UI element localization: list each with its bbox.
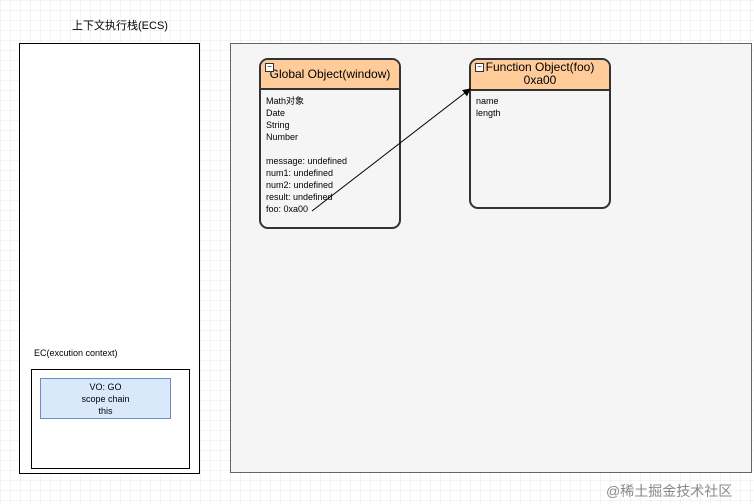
function-object-title: Function Object(foo) xyxy=(485,60,595,74)
this-line: this xyxy=(98,406,113,416)
execution-context-label: EC(excution context) xyxy=(34,348,118,358)
field: num2: undefined xyxy=(266,180,334,190)
field: Number xyxy=(266,132,299,142)
collapse-icon[interactable]: − xyxy=(475,63,484,72)
global-object-box[interactable]: − Global Object(window) Math对象 Date Stri… xyxy=(259,58,401,229)
global-object-header: − Global Object(window) xyxy=(261,60,399,90)
field: name xyxy=(476,96,499,106)
global-object-title: Global Object(window) xyxy=(269,67,391,81)
stack-title: 上下文执行栈(ECS) xyxy=(72,20,168,32)
field: String xyxy=(266,120,290,130)
global-object-fields: Math对象 Date String Number message: undef… xyxy=(266,95,347,215)
function-object-box[interactable]: − Function Object(foo) 0xa00 name length xyxy=(469,58,611,209)
field: Date xyxy=(266,108,286,118)
field: result: undefined xyxy=(266,192,333,202)
function-object-address: 0xa00 xyxy=(523,73,557,87)
field-spacer xyxy=(266,143,347,155)
variable-object-box[interactable]: VO: GO scope chain this xyxy=(40,378,171,419)
watermark: @稀土掘金技术社区 xyxy=(606,483,733,499)
collapse-icon[interactable]: − xyxy=(265,63,274,72)
scope-chain-line: scope chain xyxy=(81,394,130,404)
function-object-header: − Function Object(foo) 0xa00 xyxy=(471,60,609,91)
field: message: undefined xyxy=(266,156,348,166)
vo-line: VO: GO xyxy=(89,382,122,392)
field: Math对象 xyxy=(266,96,305,106)
field: num1: undefined xyxy=(266,168,334,178)
function-object-fields: name length xyxy=(476,95,501,119)
field: length xyxy=(476,108,501,118)
field: foo: 0xa00 xyxy=(266,204,309,214)
